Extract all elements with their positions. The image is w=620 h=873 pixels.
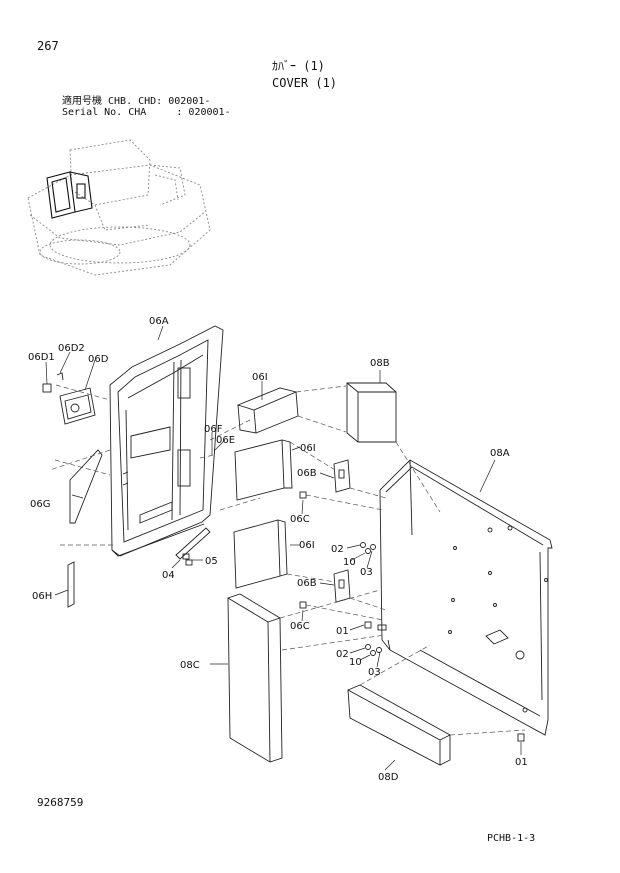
bracket-06B-top <box>333 459 351 493</box>
machine-overview-sketch <box>27 139 211 276</box>
block-08D <box>347 684 451 766</box>
leader-lines <box>45 325 522 771</box>
callout-06B-top: 06B <box>297 468 317 479</box>
seal-06G <box>69 449 103 524</box>
sheet-id: PCHB-1-3 <box>487 833 536 844</box>
bolt-01-bottom <box>517 733 525 742</box>
callout-08D: 08D <box>378 772 399 783</box>
callout-06D1: 06D1 <box>28 352 55 363</box>
block-08C <box>227 593 283 763</box>
callout-06D: 06D <box>88 354 109 365</box>
callout-06C-bottom: 06C <box>290 621 310 632</box>
bolt-05 <box>182 553 193 566</box>
pad-06I-top <box>236 387 299 434</box>
pad-06I-bottom <box>233 519 288 589</box>
frame-06A <box>109 325 224 557</box>
page-number: 267 <box>37 39 59 53</box>
fasteners-02-10-03-top <box>360 542 376 554</box>
callout-06B-bottom: 06B <box>297 578 317 589</box>
bracket-06B-bottom <box>333 569 351 603</box>
callout-01-bottom: 01 <box>515 757 528 768</box>
callout-02-bottom: 02 <box>336 649 349 660</box>
callout-06H: 06H <box>32 591 52 602</box>
title-japanese: ｶﾊﾞｰ (1) <box>272 59 325 73</box>
screw-06C-bottom <box>299 601 307 609</box>
callout-08A: 08A <box>490 448 510 459</box>
panel-08A <box>379 459 553 736</box>
latch-06D <box>42 372 96 425</box>
block-08B <box>346 382 397 443</box>
drawing-number: 9268759 <box>37 796 84 809</box>
callout-05: 05 <box>205 556 218 567</box>
highlighted-cover-in-overview <box>46 171 93 219</box>
applicability-line-2: Serial No. CHA : 020001- <box>62 107 231 118</box>
callout-06I-middle: 06I <box>300 443 316 454</box>
callout-02-top: 02 <box>331 544 344 555</box>
callout-10-bottom: 10 <box>349 657 362 668</box>
callout-03-bottom: 03 <box>368 667 381 678</box>
pad-06I-middle <box>234 439 293 501</box>
callout-06A: 06A <box>149 316 169 327</box>
callout-06G: 06G <box>30 499 50 510</box>
callout-06F: 06F <box>204 424 223 435</box>
seal-06H <box>67 561 75 608</box>
callout-04: 04 <box>162 570 175 581</box>
callout-06E: 06E <box>216 435 235 446</box>
callout-06I-top: 06I <box>252 372 268 383</box>
callout-10-top: 10 <box>343 557 356 568</box>
callout-08B: 08B <box>370 358 390 369</box>
callout-06I-bottom: 06I <box>299 540 315 551</box>
fasteners-01-02-10-03-bottom <box>364 621 387 656</box>
callout-labels: 06A 06D1 06D2 06D 06G 06H 06F 06E 04 05 … <box>28 316 528 783</box>
screw-06C-top <box>299 491 307 499</box>
callout-03-top: 03 <box>360 567 373 578</box>
callout-01-middle: 01 <box>336 626 349 637</box>
callout-08C: 08C <box>180 660 200 671</box>
assembly-lines <box>49 384 526 736</box>
applicability-line-1: 適用号機 CHB. CHD: 002001- <box>62 96 211 107</box>
rod-04 <box>175 527 211 560</box>
title-english: COVER (1) <box>272 76 338 90</box>
callout-06D2: 06D2 <box>58 343 85 354</box>
callout-06C-top: 06C <box>290 514 310 525</box>
